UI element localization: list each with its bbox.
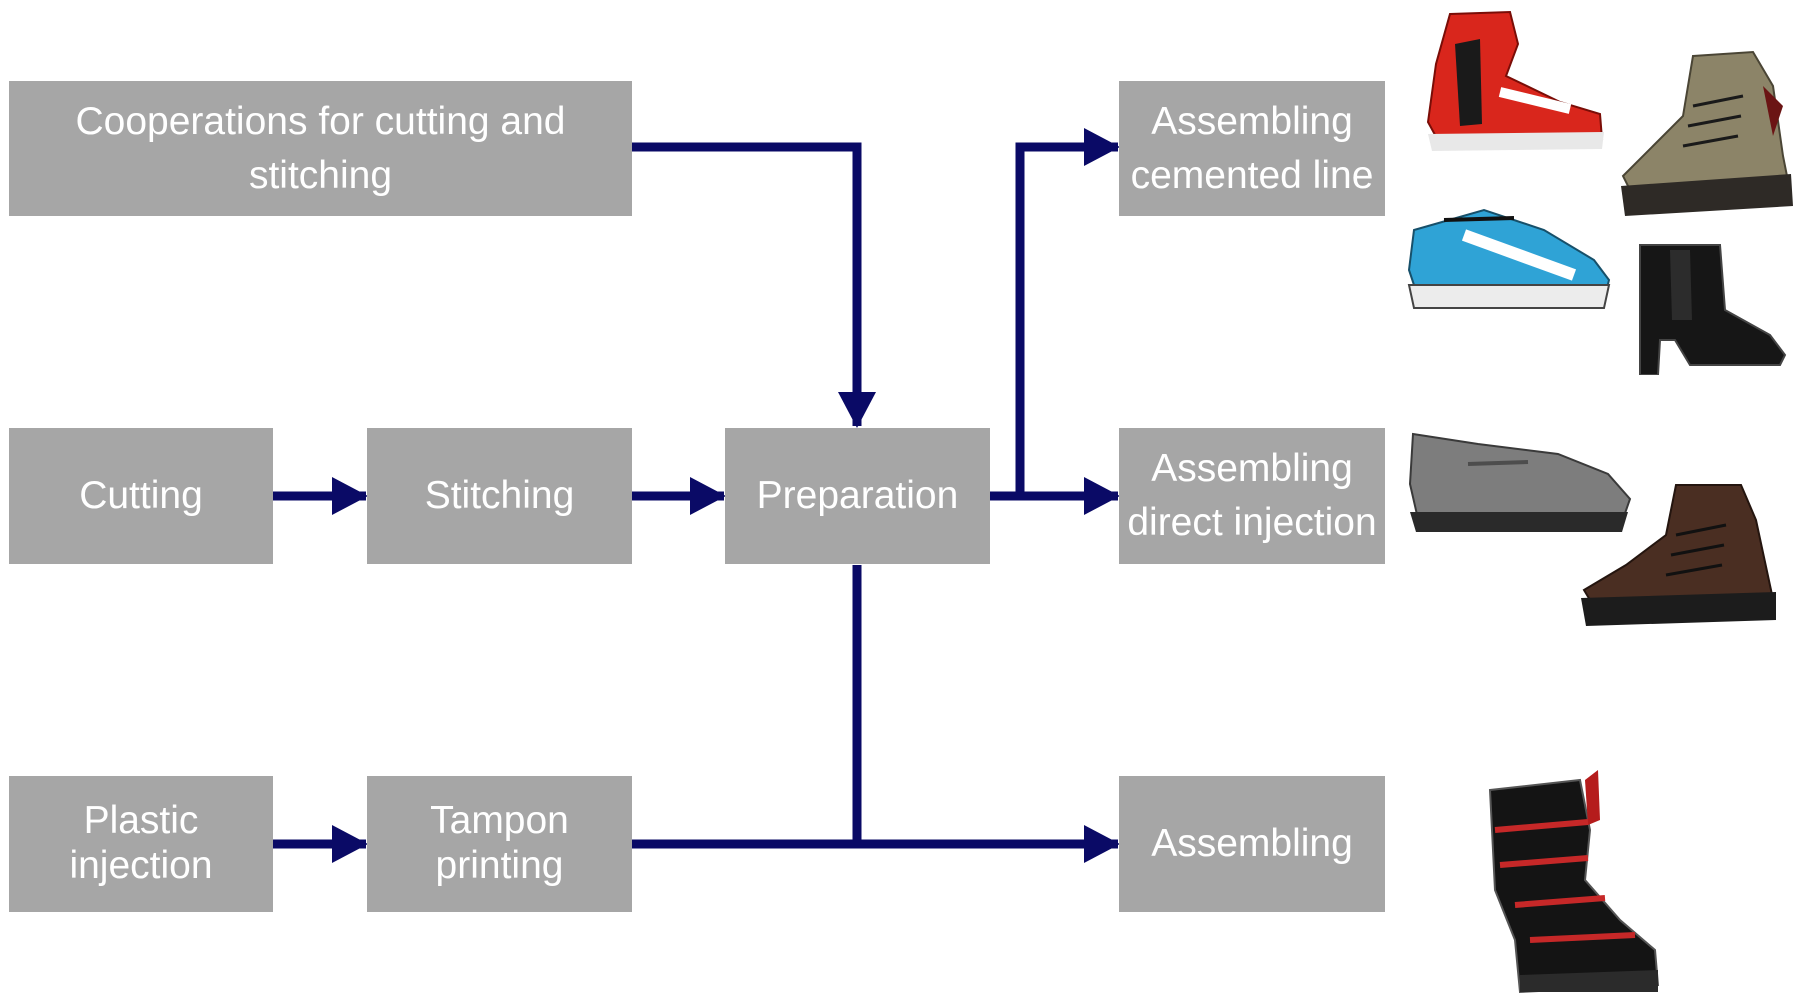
grey-slip-on-shoe-image <box>1408 432 1632 532</box>
red-nordic-boot-image <box>1426 10 1604 151</box>
brown-hiking-boot-image <box>1581 484 1776 626</box>
node-stitching: Stitching <box>367 428 632 564</box>
olive-hiking-boot-image <box>1621 50 1793 216</box>
node-assembling-cemented: Assembling cemented line <box>1119 81 1385 216</box>
node-cutting: Cutting <box>9 428 273 564</box>
black-red-ski-boot-image <box>1488 770 1660 994</box>
node-plastic-injection: Plastic injection <box>9 776 273 912</box>
node-preparation: Preparation <box>725 428 990 564</box>
blue-sport-shoe-image <box>1407 208 1611 309</box>
edge-preparation-to-assembling-cemented <box>990 128 1120 501</box>
edge-cooperations-to-preparation <box>632 142 876 428</box>
node-cooperations: Cooperations for cutting and stitching <box>9 81 632 216</box>
black-ankle-boot-image <box>1639 244 1787 375</box>
node-assembling: Assembling <box>1119 776 1385 912</box>
node-tampon-printing: Tampon printing <box>367 776 632 912</box>
node-assembling-direct: Assembling direct injection <box>1119 428 1385 564</box>
